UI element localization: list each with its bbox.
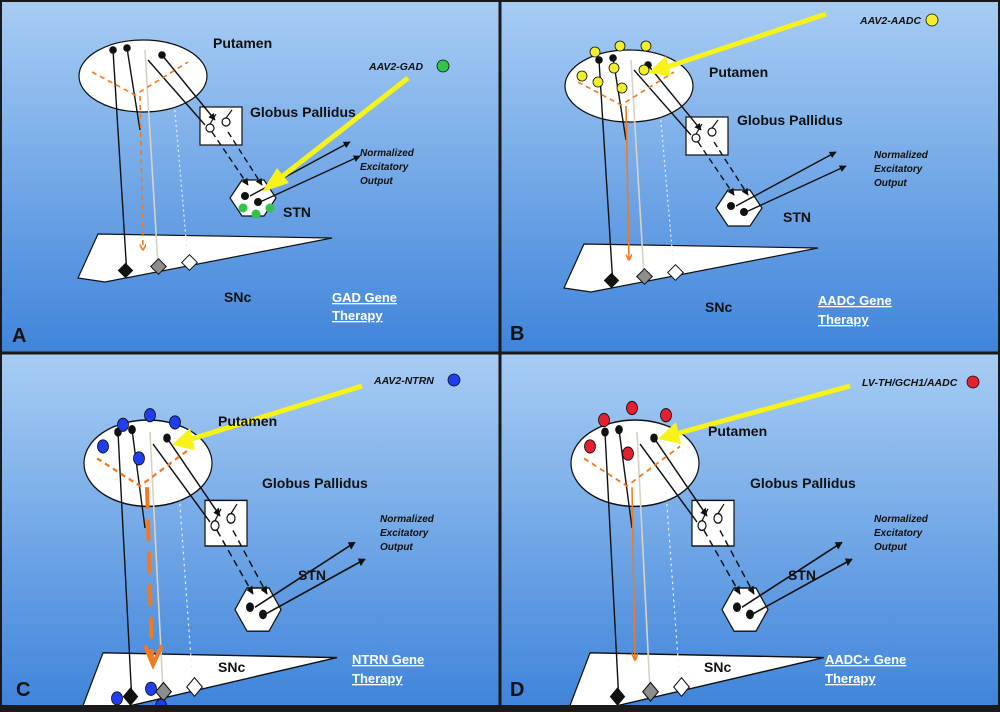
therapy-label-2: Therapy — [332, 308, 383, 323]
stn-label: STN — [788, 567, 816, 583]
output-label-2: Excitatory — [380, 528, 429, 539]
gene-dot — [111, 691, 123, 706]
gene-dot — [608, 62, 620, 74]
panel-letter: A — [12, 325, 26, 347]
gene-dot — [117, 417, 129, 432]
gene-dot — [251, 209, 261, 219]
output-label-2: Excitatory — [874, 528, 923, 539]
output-label-1: Normalized — [360, 148, 415, 159]
therapy-label-1: AADC Gene — [818, 293, 892, 308]
stn-label: STN — [298, 567, 326, 583]
gene-dot — [592, 76, 604, 88]
snc-label: SNc — [704, 659, 731, 675]
panel-c: Putamen Globus Pallidus STN SNc Normaliz… — [0, 353, 500, 712]
output-label-2: Excitatory — [874, 164, 923, 175]
output-label-3: Output — [360, 176, 393, 187]
gene-dot — [145, 681, 157, 696]
output-label-3: Output — [380, 542, 413, 553]
gene-dot — [638, 64, 650, 76]
gene-dot — [576, 70, 588, 82]
snc-label: SNc — [224, 289, 251, 305]
gene-dot — [660, 408, 672, 423]
therapy-label-2: Therapy — [352, 671, 403, 686]
gene-dot — [616, 82, 628, 94]
putamen-label: Putamen — [708, 423, 767, 439]
vector-label: LV-TH/GCH1/AADC — [862, 377, 958, 389]
output-label-3: Output — [874, 542, 907, 553]
therapy-label-1: GAD Gene — [332, 290, 397, 305]
therapy-label-1: AADC+ Gene — [825, 652, 906, 667]
output-label-2: Excitatory — [360, 162, 409, 173]
vector-label: AAV2-GAD — [368, 61, 423, 73]
circuit-diagram — [570, 400, 852, 707]
gene-dot — [626, 400, 638, 416]
gene-dot — [265, 203, 275, 213]
circuit-diagram — [564, 11, 846, 292]
snc-label: SNc — [218, 659, 245, 675]
globus-pallidus-label: Globus Pallidus — [262, 475, 368, 491]
gene-dot — [133, 451, 145, 466]
therapy-label-2: Therapy — [818, 312, 869, 327]
output-label-1: Normalized — [874, 514, 929, 525]
snc-label: SNc — [705, 299, 732, 315]
circuit-diagram — [83, 408, 365, 712]
gene-dot — [640, 40, 652, 52]
gene-dot — [614, 40, 626, 52]
panel-letter: C — [16, 679, 30, 701]
stn-label: STN — [783, 209, 811, 225]
therapy-label-2: Therapy — [825, 671, 876, 686]
output-label-3: Output — [874, 178, 907, 189]
gene-dot — [622, 446, 634, 461]
putamen-label: Putamen — [218, 413, 277, 429]
globus-pallidus-label: Globus Pallidus — [250, 104, 356, 120]
panel-letter: D — [510, 679, 524, 701]
vector-label: AAV2-AADC — [859, 15, 921, 27]
gene-dot — [589, 46, 601, 58]
putamen-label: Putamen — [709, 64, 768, 80]
stn-label: STN — [283, 204, 311, 220]
output-label-1: Normalized — [874, 150, 929, 161]
circuit-diagram — [78, 40, 450, 282]
gene-dot — [584, 439, 596, 454]
panel-letter: B — [510, 323, 524, 345]
gene-dot — [238, 203, 248, 213]
panel-b: Putamen Globus Pallidus STN SNc Normaliz… — [500, 0, 1000, 353]
globus-pallidus-label: Globus Pallidus — [737, 112, 843, 128]
gene-dot — [169, 415, 181, 430]
gene-dot — [144, 408, 156, 423]
gene-dot — [598, 412, 610, 428]
gene-dot — [97, 439, 109, 454]
therapy-label-1: NTRN Gene — [352, 652, 424, 667]
putamen-label: Putamen — [213, 35, 272, 51]
output-label-1: Normalized — [380, 514, 435, 525]
panel-a: Putamen Globus Pallidus STN SNc Normaliz… — [0, 0, 500, 353]
vector-label: AAV2-NTRN — [373, 375, 434, 387]
globus-pallidus-label: Globus Pallidus — [750, 475, 856, 491]
panel-d: Putamen Globus Pallidus STN SNc Normaliz… — [500, 353, 1000, 707]
